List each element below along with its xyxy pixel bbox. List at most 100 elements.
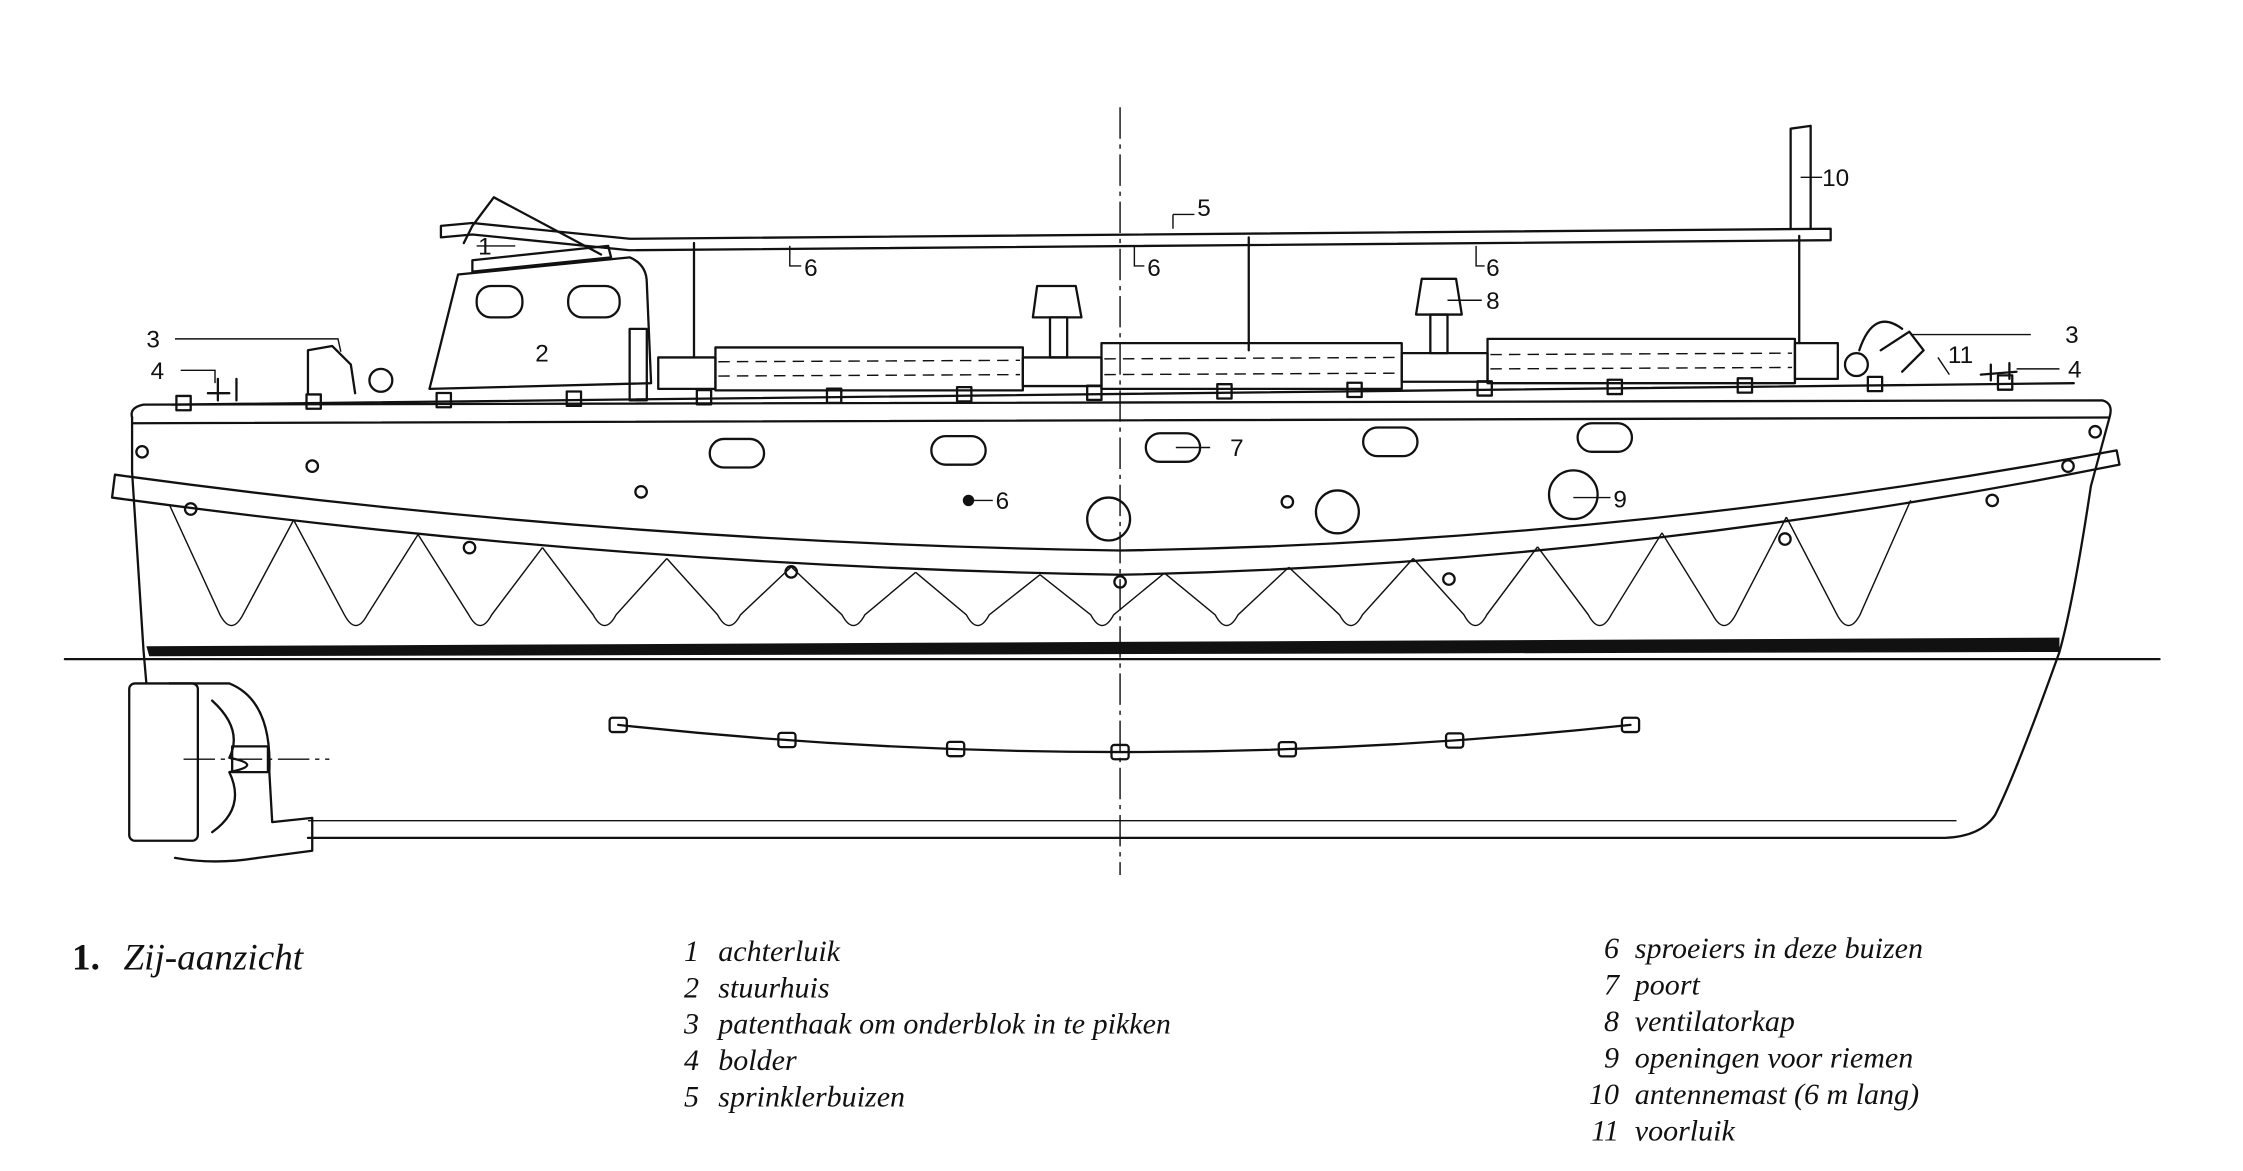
stanchion [1606, 378, 1624, 396]
sprinkler-nozzle-icon [962, 494, 975, 507]
callout-1: 1 [478, 234, 492, 261]
rivet [135, 444, 149, 459]
deck-stanchions [175, 374, 2014, 412]
fender-strip [110, 449, 2121, 576]
stanchion [175, 394, 192, 412]
legend-label: bolder [718, 1044, 797, 1077]
rivet [2061, 459, 2075, 473]
grab-line-bead [1277, 740, 1298, 758]
callout-3: 3 [146, 326, 160, 353]
lifeline-loop [168, 504, 295, 627]
legend-number: 1 [684, 935, 699, 968]
rudder-propeller [128, 682, 330, 863]
figure-number: 1. [72, 937, 100, 978]
lifeline-loop [666, 558, 792, 627]
boat-drawing [63, 107, 2161, 876]
lifeline-loop [1288, 557, 1414, 627]
callout-4: 4 [151, 358, 165, 385]
grab-line [617, 723, 1632, 754]
sprinkler-pipes [439, 221, 1832, 359]
callout-6: 6 [1147, 255, 1161, 282]
legend-number: 4 [684, 1044, 699, 1077]
rivet [462, 540, 477, 555]
callout-6: 6 [804, 255, 818, 282]
legend-number: 8 [1604, 1005, 1619, 1038]
hull-rivets [135, 424, 2103, 589]
callout-8: 8 [1486, 288, 1500, 315]
stanchion [825, 387, 843, 405]
callout-6: 6 [1486, 255, 1500, 282]
figure-caption: 1. Zij-aanzicht [72, 937, 305, 978]
boot-top-band [146, 637, 2060, 657]
stanchion [1866, 375, 1884, 393]
legend-label: stuurhuis [718, 971, 829, 1004]
callout-4: 4 [2068, 356, 2082, 383]
rivet [1442, 572, 1456, 586]
lifeline-loop [1039, 572, 1165, 627]
callout-2: 2 [535, 341, 549, 368]
callout-7: 7 [1230, 435, 1244, 462]
wheelhouse [428, 196, 653, 402]
legend-number: 11 [1591, 1114, 1619, 1147]
hull-outline [130, 399, 2112, 840]
stanchion [435, 391, 453, 409]
porthole [930, 434, 987, 466]
stanchion [1736, 377, 1754, 394]
lifeline-loop [1163, 566, 1290, 627]
legend-number: 9 [1604, 1041, 1619, 1074]
grab-line-bead [608, 716, 628, 734]
lifeline-loop [293, 519, 419, 627]
grab-line-bead [1620, 716, 1641, 734]
stanchion [565, 390, 583, 407]
callout-9: 9 [1613, 487, 1627, 514]
callout-6: 6 [996, 488, 1010, 515]
stanchion [695, 388, 713, 406]
lifeline-loop [1412, 546, 1539, 627]
legend-label: sprinklerbuizen [718, 1081, 905, 1114]
stanchion [1216, 383, 1233, 400]
oar-openings [1086, 469, 1599, 542]
callout-3: 3 [2065, 322, 2079, 349]
grab-line-bead [945, 740, 966, 758]
tanks [657, 337, 1839, 392]
legend-label: achterluik [718, 935, 840, 968]
legend-label: openingen voor riemen [1635, 1041, 1913, 1074]
rivet [784, 565, 799, 579]
lifeline-loop [541, 547, 668, 627]
legend-label: ventilatorkap [1635, 1005, 1795, 1038]
lifeline-loops [168, 499, 1912, 627]
rivet [1985, 493, 2000, 508]
legend-number: 7 [1604, 968, 1621, 1001]
stanchion [1996, 374, 2014, 391]
portholes [708, 422, 1634, 469]
stanchion [305, 393, 322, 410]
legend-label: patenthaak om onderblok in te pikken [716, 1008, 1171, 1041]
legend-label: voorluik [1635, 1114, 1736, 1147]
lifeline-loop [790, 566, 917, 627]
stanchion [1086, 384, 1103, 402]
rivet [634, 484, 648, 499]
lifeline-loop [1785, 499, 1912, 627]
rivet [2088, 424, 2103, 439]
callout-labels: 1 2 3 4 5 6 6 6 6 7 8 9 10 11 3 4 [146, 165, 2081, 515]
grab-line-bead [777, 731, 797, 749]
legend-number: 6 [1604, 932, 1619, 965]
porthole [1576, 422, 1634, 453]
legend-number: 5 [684, 1081, 699, 1114]
callout-11: 11 [1948, 342, 1973, 369]
legend-label: antennemast (6 m lang) [1635, 1078, 1919, 1111]
legend-number: 3 [683, 1008, 699, 1041]
deck-fittings [206, 320, 2018, 402]
porthole [1361, 426, 1419, 458]
ventilators [1031, 277, 1463, 359]
figure-title: Zij-aanzicht [124, 937, 305, 978]
rivet [183, 502, 198, 516]
legend-number: 2 [684, 971, 699, 1004]
lifeline-loop [915, 571, 1041, 627]
legend-label: sproeiers in deze buizen [1635, 932, 1923, 965]
rivet [305, 459, 320, 473]
callout-10: 10 [1822, 165, 1849, 192]
lifeline-loop [417, 534, 544, 627]
lifeline-loop [1661, 516, 1787, 627]
